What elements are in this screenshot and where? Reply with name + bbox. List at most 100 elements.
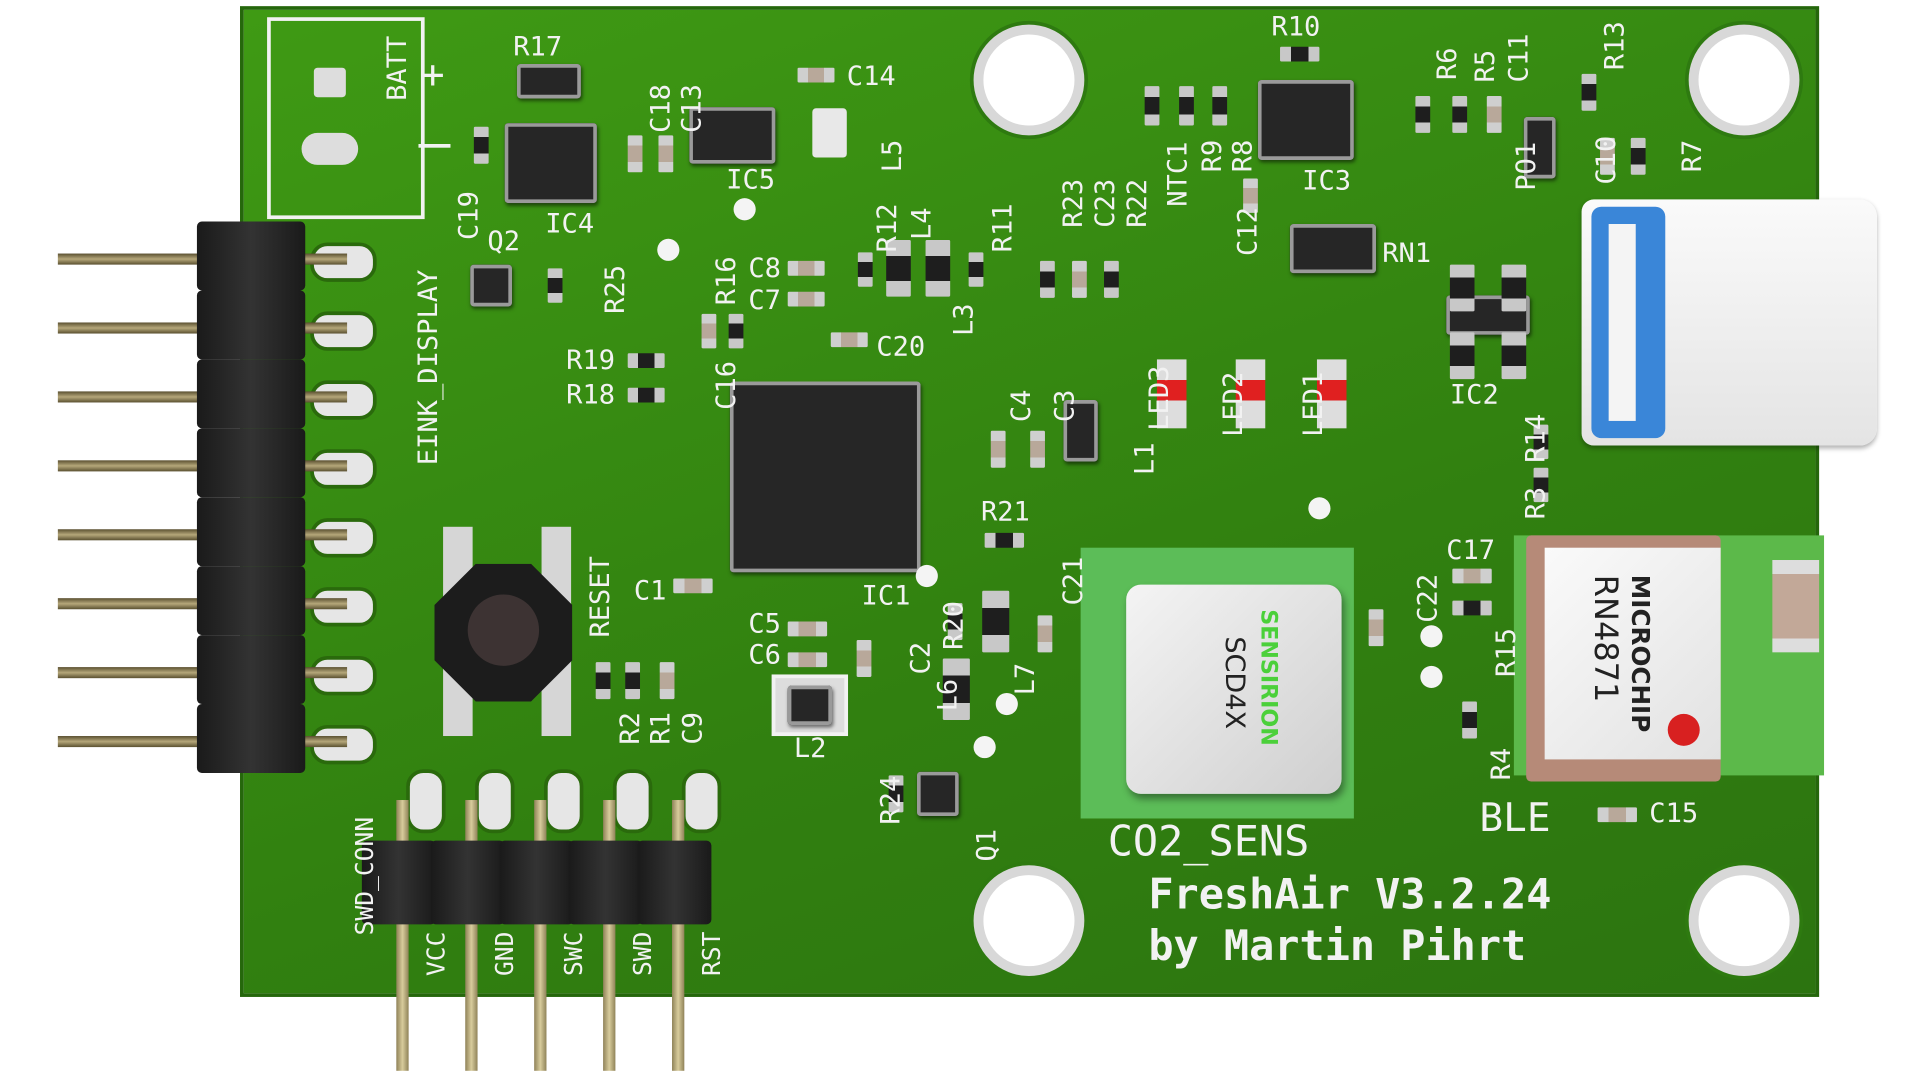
- resistor: [595, 662, 611, 700]
- mcu-ic1: [729, 381, 921, 573]
- resistor: [1280, 46, 1320, 62]
- resistor: [473, 126, 489, 164]
- silkscreen-label: C12: [1233, 207, 1265, 257]
- l5-inductor: [812, 108, 847, 158]
- capacitor: [659, 662, 675, 700]
- silkscreen-label: R23: [1058, 178, 1090, 228]
- usb-c-connector[interactable]: [1581, 199, 1877, 446]
- silkscreen-label: R18: [566, 380, 616, 412]
- silkscreen-label: C20: [876, 332, 926, 364]
- silkscreen-label: C7: [748, 285, 781, 317]
- capacitor: [1597, 807, 1637, 823]
- resistor: [925, 240, 951, 297]
- silkscreen-label: C23: [1090, 178, 1122, 228]
- via: [1420, 665, 1443, 689]
- capacitor: [658, 135, 674, 173]
- capacitor: [1072, 260, 1087, 298]
- silkscreen-label: L3: [948, 303, 980, 337]
- resistor: [1449, 332, 1475, 380]
- swd-pin-label: SWD: [627, 931, 658, 977]
- resistor: [1179, 86, 1194, 126]
- l2-inductor: [771, 674, 849, 737]
- mounting-hole: [973, 24, 1085, 136]
- header-housing: [361, 840, 436, 925]
- silkscreen-label: R8: [1228, 139, 1260, 173]
- usb-c-tongue: [1608, 224, 1636, 421]
- silkscreen-label: R6: [1432, 47, 1464, 81]
- batt-label: BATT: [382, 35, 414, 101]
- silkscreen-label: RN1: [1382, 238, 1432, 270]
- header-housing: [499, 840, 574, 925]
- silkscreen-label: R24: [876, 775, 908, 825]
- resistor: [1501, 332, 1527, 380]
- header-housing: [196, 290, 306, 360]
- capacitor: [701, 313, 717, 349]
- q2-transistor: [470, 264, 513, 307]
- reset-label: RESET: [585, 556, 617, 638]
- silkscreen-label: R21: [980, 497, 1030, 529]
- capacitor: [1037, 615, 1053, 653]
- silkscreen-label: L6: [932, 678, 964, 712]
- capacitor: [797, 67, 835, 83]
- resistor: [1630, 137, 1646, 175]
- header-pad: [475, 769, 515, 834]
- header-housing: [637, 840, 712, 925]
- silkscreen-label: R17: [513, 32, 563, 63]
- silkscreen-label: R9: [1197, 139, 1229, 173]
- silkscreen-label: C17: [1446, 535, 1496, 567]
- capacitor: [673, 578, 713, 594]
- reset-button-cap[interactable]: [467, 594, 540, 666]
- capacitor: [787, 652, 828, 668]
- header-housing: [196, 221, 306, 291]
- mounting-hole: [1688, 865, 1800, 977]
- resistor: [1452, 96, 1468, 133]
- q1-transistor: [916, 771, 959, 817]
- silkscreen-label: R20: [939, 600, 970, 650]
- capacitor: [856, 640, 872, 677]
- silkscreen-label: R1: [646, 712, 677, 745]
- silkscreen-label: R7: [1677, 139, 1709, 173]
- reset-button[interactable]: [434, 563, 573, 702]
- led1: [1316, 359, 1347, 429]
- silkscreen-label: R19: [566, 345, 616, 377]
- led3: [1156, 359, 1187, 429]
- via: [657, 238, 680, 261]
- silkscreen-label: C16: [711, 360, 743, 410]
- silkscreen-label: C1: [633, 576, 667, 607]
- capacitor: [830, 332, 868, 348]
- silkscreen-label: R14: [1521, 413, 1553, 463]
- resistor: [1212, 86, 1228, 126]
- header-housing: [196, 635, 306, 705]
- resistor: [1040, 260, 1055, 298]
- microchip-logo-icon: [1667, 713, 1700, 746]
- capacitor: [787, 291, 825, 307]
- ble-label: BLE: [1479, 793, 1551, 841]
- silkscreen-label: R11: [988, 203, 1020, 253]
- resistor: [1533, 467, 1549, 503]
- capacitor: [1486, 96, 1502, 133]
- silkscreen-label: Q2: [487, 226, 521, 258]
- batt-minus-mark: [418, 144, 451, 148]
- silkscreen-label: C11: [1504, 33, 1535, 83]
- sensirion-brand: SENSIRION: [1255, 609, 1282, 746]
- silkscreen-label: L2: [793, 733, 827, 765]
- header-housing: [196, 428, 306, 498]
- silkscreen-label: C6: [748, 640, 781, 671]
- silkscreen-label: C22: [1412, 573, 1444, 623]
- battery-pad-round: [301, 132, 359, 165]
- silkscreen-label: C9: [678, 712, 709, 745]
- silkscreen-label: R3: [1521, 486, 1553, 520]
- battery-connector-outline: [267, 17, 425, 220]
- resistor: [942, 658, 970, 721]
- via: [733, 198, 756, 221]
- silkscreen-label: R4: [1486, 747, 1518, 781]
- via: [995, 692, 1018, 716]
- resistor: [1452, 600, 1492, 616]
- ble-antenna-chip: [1772, 560, 1820, 653]
- silkscreen-label: IC1: [861, 580, 911, 612]
- ic5-chip: [689, 107, 776, 164]
- resistor: [1533, 424, 1549, 460]
- silkscreen-label: IC4: [545, 209, 595, 241]
- capacitor: [627, 135, 643, 173]
